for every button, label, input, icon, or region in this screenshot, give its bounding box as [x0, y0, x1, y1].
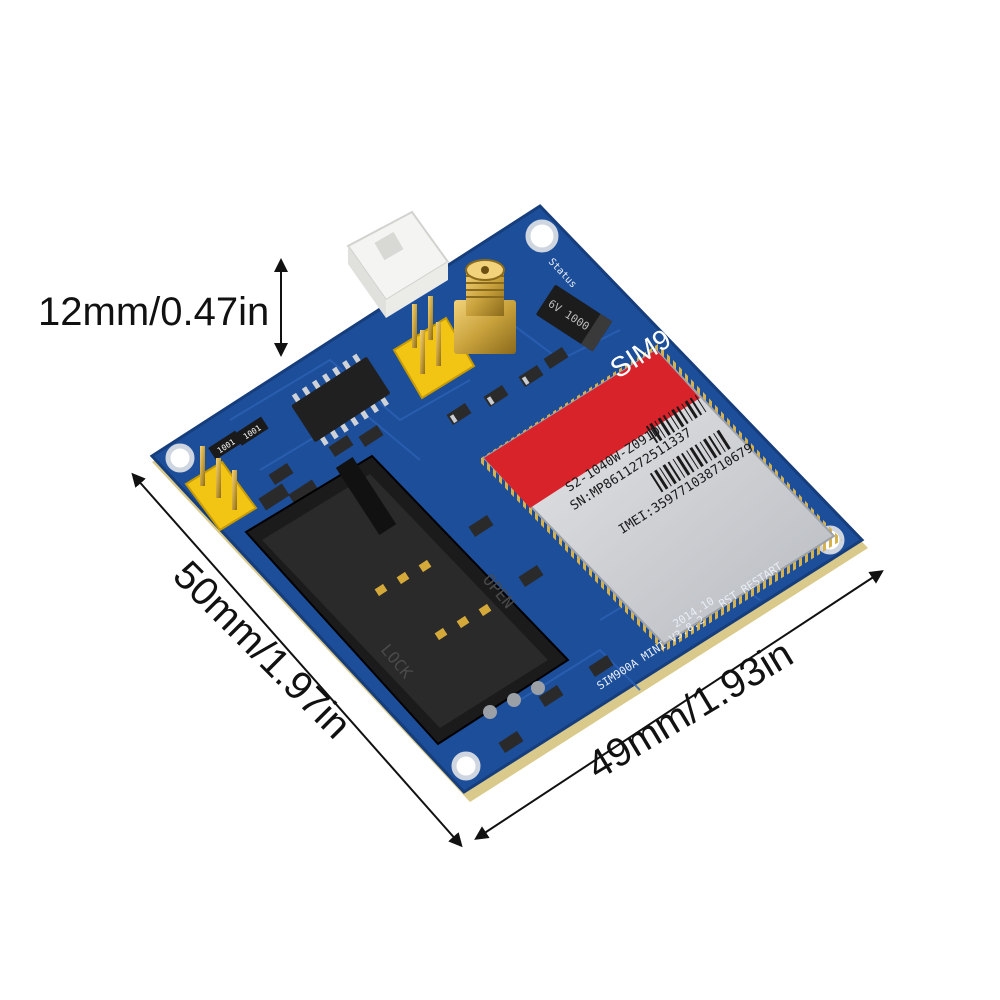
- mount-hole: [525, 219, 559, 253]
- height-dimension-label: 12mm/0.47in: [38, 290, 270, 334]
- jst-connector: [346, 210, 450, 318]
- ic-chip: [291, 353, 390, 446]
- sim-slot-icon: OPEN LOCK: [244, 454, 570, 746]
- smd-components: 1001 1001: [208, 346, 614, 754]
- antenna-connector-icon: [454, 259, 516, 354]
- pin-header-left: [184, 446, 258, 532]
- pcb-board: [149, 204, 868, 802]
- depth-dimension-line: [131, 472, 463, 848]
- mount-hole: [451, 751, 481, 781]
- width-dimension-line: [474, 570, 884, 840]
- mount-hole: [165, 443, 195, 473]
